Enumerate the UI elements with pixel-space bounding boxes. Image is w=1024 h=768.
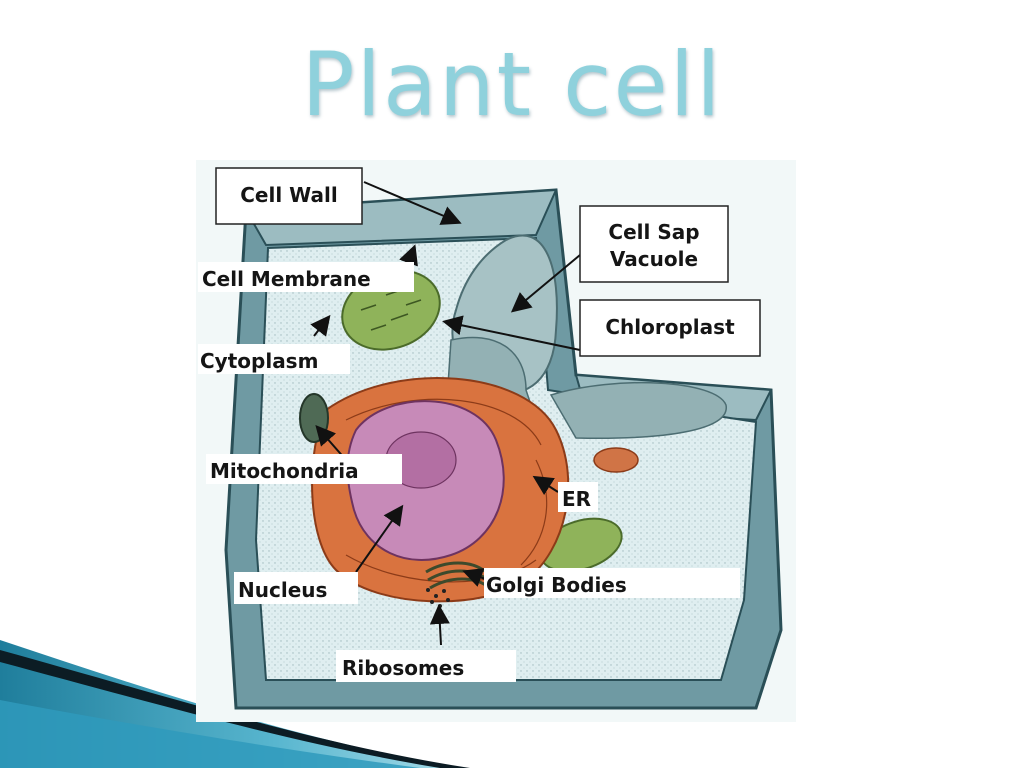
label-cell-sap-text: Cell Sap (608, 220, 699, 244)
label-cell-wall-text: Cell Wall (240, 183, 337, 207)
label-cell-sap-vacuole: Cell Sap Vacuole (579, 205, 729, 283)
label-cell-membrane: Cell Membrane (198, 262, 414, 292)
cell-wall-top-face (244, 188, 558, 247)
label-ribosomes-text: Ribosomes (342, 656, 464, 680)
label-nucleus: Nucleus (234, 572, 358, 604)
label-nucleus-text: Nucleus (238, 578, 327, 602)
label-chloroplast: Chloroplast (579, 299, 761, 357)
label-cell-wall: Cell Wall (215, 167, 363, 225)
label-cytoplasm-text: Cytoplasm (200, 349, 318, 373)
label-cell-membrane-text: Cell Membrane (202, 267, 371, 291)
small-organelle-shape (593, 447, 639, 473)
label-chloroplast-text: Chloroplast (605, 315, 735, 339)
label-ribosomes: Ribosomes (336, 650, 516, 682)
slide-title: Plant cell (301, 33, 723, 136)
label-vacuole-text: Vacuole (610, 247, 698, 271)
label-cytoplasm: Cytoplasm (198, 344, 350, 374)
label-mitochondria-text: Mitochondria (210, 459, 359, 483)
label-golgi-bodies: Golgi Bodies (484, 568, 740, 598)
label-golgi-bodies-text: Golgi Bodies (486, 573, 627, 597)
label-mitochondria: Mitochondria (206, 454, 402, 484)
label-er: ER (558, 482, 598, 512)
vacuole-extension-shape (549, 381, 727, 439)
plant-cell-diagram: Cell Wall Cell Membrane Cytoplasm Cell S… (196, 160, 796, 722)
label-er-text: ER (562, 487, 591, 511)
